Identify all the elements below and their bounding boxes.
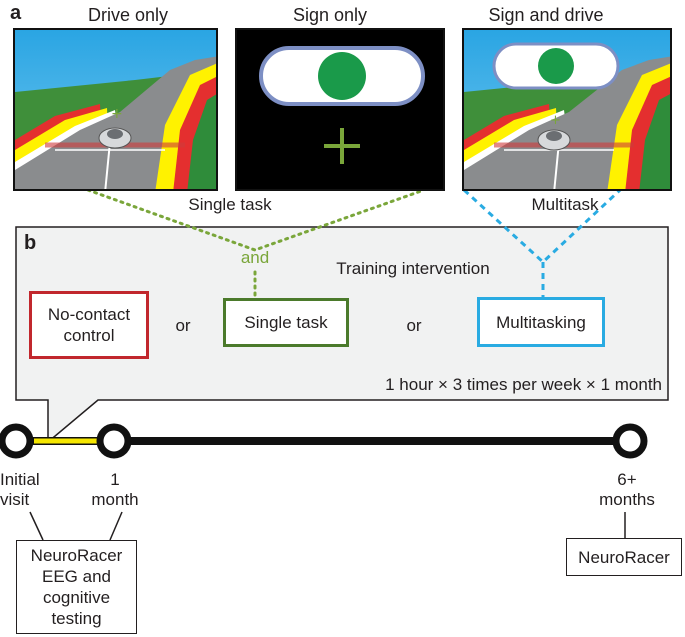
and-label: and xyxy=(240,248,270,267)
leader-1-month xyxy=(109,511,123,541)
single-task-label: Single task xyxy=(188,195,272,214)
initial-testing-line3: cognitive xyxy=(42,588,111,607)
timeline-label-6-months: 6+ months xyxy=(590,470,664,510)
timeline-label-6-months-line1: 6+ xyxy=(617,470,637,489)
title-drive-only: Drive only xyxy=(87,5,169,25)
timeline-label-initial-line1: Initial xyxy=(0,470,40,489)
leader-initial xyxy=(29,511,44,541)
single-task-connector xyxy=(86,188,426,252)
multitask-connector xyxy=(462,188,622,265)
training-intervention-title: Training intervention xyxy=(336,259,490,278)
sign-green-circle xyxy=(318,52,366,100)
sign-scene xyxy=(237,30,443,189)
initial-testing-box: NeuroRacer EEG and cognitive testing xyxy=(16,540,137,634)
sign-and-drive-frame: + xyxy=(462,28,672,191)
group-single-task-label: Single task xyxy=(244,313,328,332)
road-scene-sign-drive: + xyxy=(464,30,670,189)
group-no-contact-control-label: No-contact control xyxy=(47,305,131,345)
sign-green-circle-small xyxy=(538,48,574,84)
group-single-task: Single task xyxy=(223,298,349,347)
or-label-1: or xyxy=(175,316,191,335)
timeline-point-initial xyxy=(0,423,34,459)
group-multitasking: Multitasking xyxy=(477,297,605,347)
road-scene-drive: + xyxy=(15,30,216,189)
followup-testing-box: NeuroRacer xyxy=(566,538,682,576)
timeline-label-initial-line2: visit xyxy=(0,490,30,509)
group-multitasking-label: Multitasking xyxy=(496,312,586,332)
drive-only-frame: + xyxy=(13,28,218,191)
title-sign-only: Sign only xyxy=(292,5,368,25)
panel-a-letter: a xyxy=(10,2,22,24)
sign-only-frame xyxy=(235,28,445,191)
timeline-point-1-month xyxy=(96,423,132,459)
training-schedule: 1 hour × 3 times per week × 1 month xyxy=(385,375,662,394)
timeline-label-1-month-line2: month xyxy=(91,490,139,509)
timeline-point-6-months xyxy=(612,423,648,459)
svg-text:+: + xyxy=(550,113,561,128)
or-label-2: or xyxy=(406,316,422,335)
multitask-label: Multitask xyxy=(531,195,599,214)
initial-testing-line1: NeuroRacer xyxy=(30,546,123,565)
title-sign-and-drive: Sign and drive xyxy=(488,5,604,25)
svg-text:+: + xyxy=(111,106,123,122)
timeline-label-6-months-line2: months xyxy=(599,490,655,509)
timeline-label-1-month: 1 month xyxy=(84,470,146,510)
initial-testing-line4: testing xyxy=(51,609,102,628)
followup-testing-label: NeuroRacer xyxy=(578,547,670,567)
group-no-contact-control: No-contact control xyxy=(29,291,149,359)
initial-testing-line2: EEG and xyxy=(42,567,111,586)
timeline-label-1-month-line1: 1 xyxy=(110,470,120,489)
panel-b-letter: b xyxy=(24,232,37,254)
timeline-label-initial: Initial visit xyxy=(0,470,56,510)
